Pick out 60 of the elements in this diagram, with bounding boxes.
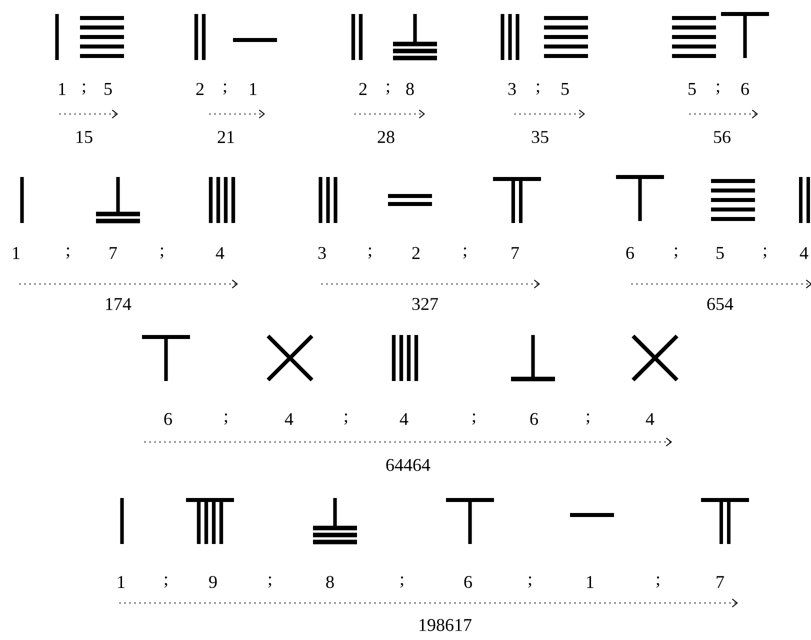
- digit: 8: [406, 82, 414, 96]
- digit: 6: [530, 412, 538, 426]
- result-number: 64464: [386, 458, 430, 472]
- separator: ;: [716, 83, 720, 95]
- digit: 7: [716, 576, 724, 588]
- digit: 5: [688, 83, 696, 95]
- digit: 1: [118, 576, 124, 588]
- result-number: 327: [412, 298, 438, 310]
- separator: ;: [536, 83, 540, 95]
- digit: 6: [164, 412, 172, 426]
- digit: 9: [209, 576, 217, 588]
- separator: ;: [763, 247, 766, 259]
- digit: 8: [326, 576, 334, 588]
- separator: ;: [674, 247, 678, 259]
- separator: ;: [586, 413, 590, 425]
- digit: 4: [216, 247, 224, 259]
- separator: ;: [472, 413, 476, 425]
- digit: 3: [318, 246, 326, 260]
- separator: ;: [223, 83, 226, 95]
- result-number: 56: [714, 130, 730, 144]
- digit: 3: [508, 82, 516, 96]
- digit: 1: [587, 576, 594, 588]
- result-number: 28: [378, 130, 394, 144]
- separator: ;: [528, 576, 532, 588]
- separator: ;: [463, 247, 466, 259]
- digit: 1: [250, 83, 256, 95]
- digit: 2: [412, 247, 420, 259]
- digit: 6: [626, 246, 634, 260]
- digit: 1: [13, 247, 20, 259]
- digit: 6: [464, 576, 472, 588]
- digit: 1: [59, 83, 66, 95]
- digit: 4: [284, 413, 294, 425]
- digit: 2: [196, 83, 204, 95]
- result-number: 15: [76, 130, 92, 144]
- separator: ;: [344, 413, 348, 425]
- separator: ;: [386, 83, 390, 95]
- separator: ;: [66, 247, 70, 259]
- digit: 4: [646, 413, 654, 425]
- result-number: 174: [106, 298, 132, 310]
- digit: 5: [562, 83, 569, 95]
- digit: 4: [800, 247, 808, 259]
- digit: 6: [741, 82, 749, 96]
- digit: 7: [110, 247, 117, 259]
- separator: ;: [164, 576, 168, 588]
- digit: 5: [716, 247, 724, 259]
- result-number: 21: [218, 131, 234, 143]
- separator: ;: [268, 576, 272, 588]
- separator: ;: [656, 576, 660, 588]
- separator: ;: [160, 247, 164, 259]
- result-number: 35: [532, 130, 548, 144]
- separator: ;: [82, 83, 86, 95]
- digit: 2: [359, 83, 367, 95]
- digit: 7: [512, 247, 519, 259]
- result-number: 654: [707, 298, 734, 310]
- separator: ;: [224, 413, 228, 425]
- separator: ;: [368, 247, 372, 259]
- separator: ;: [400, 576, 404, 588]
- digit: 4: [400, 413, 408, 425]
- digit: 5: [104, 83, 112, 95]
- result-number: 198617: [420, 618, 472, 632]
